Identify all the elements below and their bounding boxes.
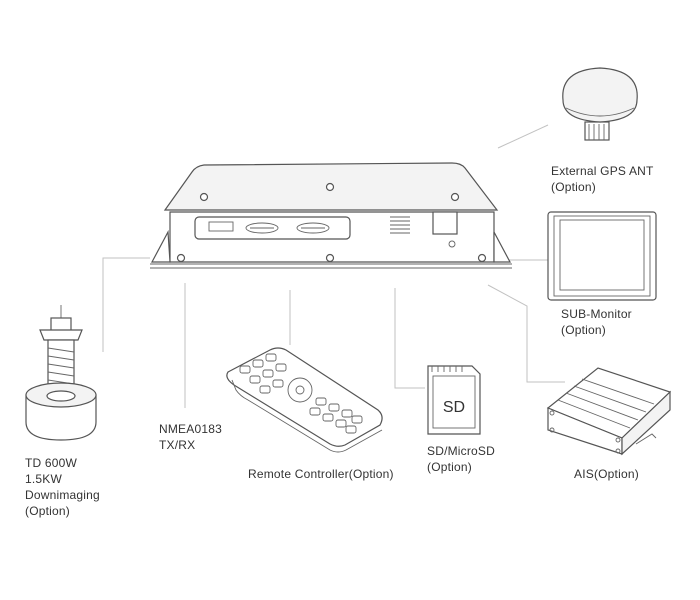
ais-label-line-1: AIS(Option) [574,467,639,481]
transducer-label: TD 600W 1.5KW Downimaging (Option) [25,455,100,519]
nmea-label-line-1: NMEA0183 [159,422,222,436]
monitor-label-line-2: (Option) [561,323,606,337]
gps-label-line-2: (Option) [551,180,596,194]
sub-monitor [547,211,657,301]
transducer [25,305,97,441]
connection-lines [102,124,565,408]
gps-antenna [562,67,638,141]
transducer-label-line-1: TD 600W [25,456,78,470]
sd-label-line-1: SD/MicroSD [427,444,496,458]
main-unit [150,162,512,269]
monitor-label: SUB-Monitor (Option) [561,306,632,338]
gps-label: External GPS ANT (Option) [551,163,654,195]
transducer-label-line-4: (Option) [25,504,70,518]
sd-label: SD/MicroSD (Option) [427,443,495,475]
nmea-label: NMEA0183 TX/RX [159,421,222,453]
ais-label: AIS(Option) [574,466,639,482]
transducer-label-line-3: Downimaging [25,488,100,502]
gps-label-line-1: External GPS ANT [551,164,654,178]
sd-card: SD [427,365,481,435]
remote-controller [226,347,383,453]
line-sd [394,288,425,389]
nmea-label-line-2: TX/RX [159,438,196,452]
line-gps [497,124,549,149]
monitor-label-line-1: SUB-Monitor [561,307,632,321]
line-transducer [102,257,150,352]
sd-label-line-2: (Option) [427,460,472,474]
line-ais [487,284,565,383]
transducer-label-line-2: 1.5KW [25,472,63,486]
ais-box [546,367,672,456]
sd-card-text: SD [443,399,465,416]
remote-label-line-1: Remote Controller(Option) [248,467,394,481]
remote-label: Remote Controller(Option) [248,466,394,482]
